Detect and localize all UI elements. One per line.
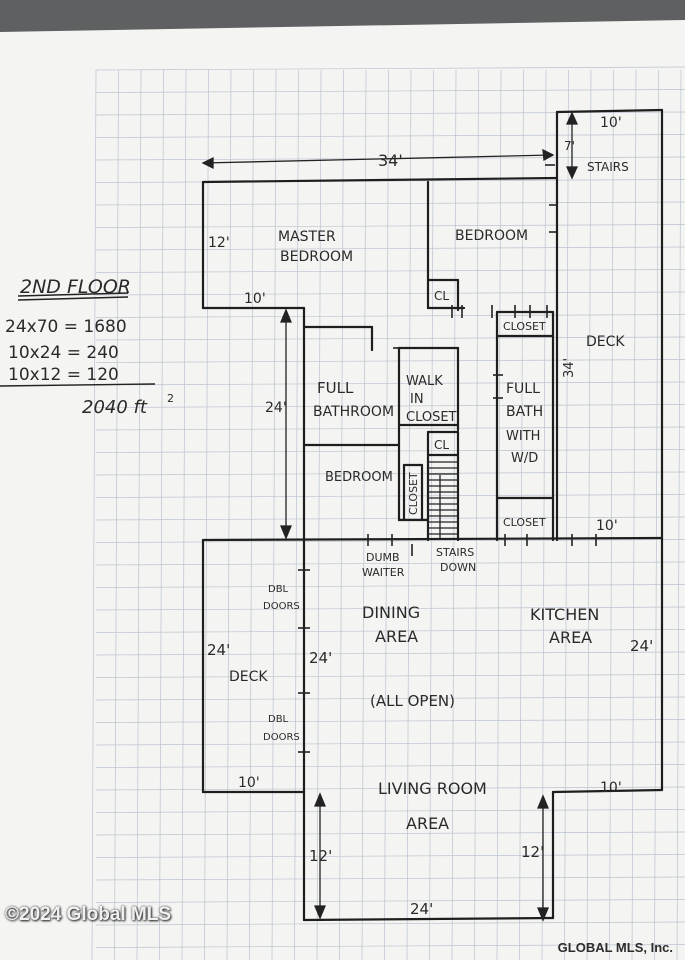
walk-in-closet-label-2: IN xyxy=(410,392,424,407)
dining-area-label-2: AREA xyxy=(375,627,418,646)
dbl-doors-bottom-label-1: DBL xyxy=(268,714,289,725)
dim-left-deck-height: 24' xyxy=(207,641,230,659)
paper-sheet xyxy=(0,20,685,960)
closet-lower-label: CLOSET xyxy=(503,516,546,529)
dim-top-right-width: 10' xyxy=(600,115,622,131)
dim-master-height: 12' xyxy=(208,235,230,251)
deck-right-label: DECK xyxy=(586,334,625,350)
dbl-doors-bottom-label-2: DOORS xyxy=(263,732,300,743)
dim-living-right-height: 12' xyxy=(521,843,544,861)
full-bath-wd-label-4: W/D xyxy=(511,451,538,466)
brand-footer: GLOBAL MLS, Inc. xyxy=(557,940,673,955)
living-room-label-2: AREA xyxy=(406,814,449,833)
door-ticks xyxy=(298,164,597,753)
dim-hall-height: 24' xyxy=(265,400,287,416)
all-open-label: (ALL OPEN) xyxy=(370,692,455,710)
stairs-down-label-1: STAIRS xyxy=(436,546,474,559)
dumb-waiter-label-2: WAITER xyxy=(362,566,405,579)
full-bath-wd-label-2: BATH xyxy=(506,404,543,420)
master-bedroom-label-1: MASTER xyxy=(278,229,336,245)
master-bedroom-label-2: BEDROOM xyxy=(280,249,353,265)
bedroom-top-label: BEDROOM xyxy=(455,228,528,244)
dumb-waiter-label-1: DUMB xyxy=(366,551,400,564)
walk-in-closet-label-1: WALK xyxy=(406,374,443,389)
dimension-labels: 34' 10' 7' 12' 10' 24' 34' 10' 24' 24' 2… xyxy=(207,115,653,918)
dimension-arrows xyxy=(201,111,579,922)
stairs-down-label-2: DOWN xyxy=(440,561,476,574)
dim-living-left-height: 12' xyxy=(309,847,332,865)
summary-calc-3: 10x12 = 120 xyxy=(8,365,119,385)
dim-master-bottom: 10' xyxy=(244,291,266,307)
closet-cl-top-label: CL xyxy=(434,289,449,303)
dbl-doors-top-label-2: DOORS xyxy=(263,601,300,612)
closet-upper-label: CLOSET xyxy=(503,320,546,333)
dining-area-label-1: DINING xyxy=(362,603,420,622)
deck-left-label: DECK xyxy=(229,669,268,685)
dim-closet-right: 10' xyxy=(596,518,618,534)
dim-dining-left-height: 24' xyxy=(309,649,332,667)
dim-top-width: 34' xyxy=(378,151,403,170)
kitchen-area-label-2: AREA xyxy=(549,628,592,647)
room-labels: MASTER BEDROOM BEDROOM CL CLOSET DECK FU… xyxy=(229,160,629,833)
summary-calc-2: 10x24 = 240 xyxy=(8,343,119,363)
summary-title: 2ND FLOOR xyxy=(20,276,131,298)
dbl-doors-top-label-1: DBL xyxy=(268,584,289,595)
closet-cl-mid-label: CL xyxy=(434,438,449,452)
graph-paper-grid xyxy=(91,66,685,960)
walk-in-closet-label-3: CLOSET xyxy=(406,410,457,425)
closet-vertical-label: CLOSET xyxy=(407,472,420,515)
summary-total: 2040 ft xyxy=(82,397,148,418)
dim-living-bottom: 24' xyxy=(410,900,433,918)
full-bath-wd-label-3: WITH xyxy=(506,429,540,444)
stairs-down-treads xyxy=(428,461,458,535)
copyright-watermark: ©2024 Global MLS xyxy=(5,904,172,925)
summary-total-exponent: 2 xyxy=(167,392,174,405)
dim-kitchen-height: 24' xyxy=(630,637,653,655)
dim-left-deck-bottom: 10' xyxy=(238,775,260,791)
dim-deck-right-height: 34' xyxy=(562,358,577,378)
kitchen-area-label-1: KITCHEN xyxy=(530,605,599,624)
bedroom-mid-label: BEDROOM xyxy=(325,470,393,485)
dim-stairs-height: 7' xyxy=(564,139,575,153)
area-summary: 2ND FLOOR 24x70 = 1680 10x24 = 240 10x12… xyxy=(0,276,174,418)
summary-calc-1: 24x70 = 1680 xyxy=(5,317,127,337)
full-bath-label-2: BATHROOM xyxy=(313,404,394,420)
full-bath-label-1: FULL xyxy=(317,379,354,397)
living-room-label-1: LIVING ROOM xyxy=(378,779,487,798)
full-bath-wd-label-1: FULL xyxy=(506,381,540,397)
stairs-top-label: STAIRS xyxy=(587,160,629,174)
dim-right-bottom: 10' xyxy=(600,780,622,796)
